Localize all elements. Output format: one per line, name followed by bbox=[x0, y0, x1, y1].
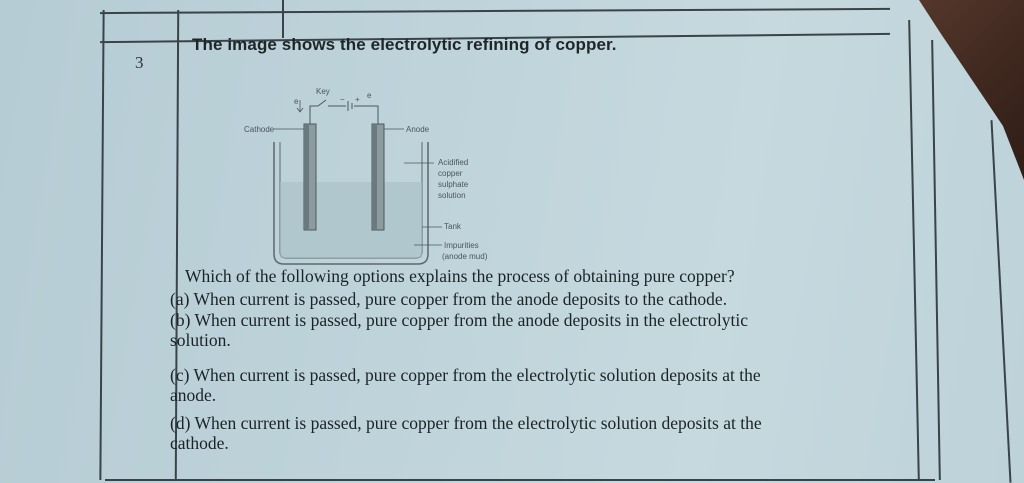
svg-text:−: − bbox=[340, 95, 345, 104]
option-c-text: When current is passed, pure copper from… bbox=[193, 365, 761, 385]
anode-label: Anode bbox=[406, 125, 430, 134]
solution-label-1: Acidified bbox=[438, 158, 468, 167]
electrolytic-refining-diagram: Key e − + e Cathode Anode Acidified copp… bbox=[236, 82, 516, 272]
solution-label-3: sulphate bbox=[438, 180, 469, 189]
option-b-label: (b) bbox=[170, 310, 191, 330]
option-d-continuation: cathode. bbox=[170, 433, 229, 453]
question-title: The image shows the electrolytic refinin… bbox=[192, 35, 617, 54]
question-text: Which of the following options explains … bbox=[185, 266, 735, 286]
solution-fill bbox=[280, 182, 422, 258]
table-col-divider-header bbox=[282, 0, 284, 38]
anode-mud-label: (anode mud) bbox=[442, 252, 488, 261]
option-d-text: When current is passed, pure copper from… bbox=[194, 413, 762, 433]
option-a[interactable]: (a) When current is passed, pure copper … bbox=[170, 289, 727, 309]
solution-label-2: copper bbox=[438, 169, 463, 178]
option-a-label: (a) bbox=[170, 289, 190, 309]
option-d-label: (d) bbox=[170, 413, 191, 433]
option-b-text: When current is passed, pure copper from… bbox=[194, 310, 748, 330]
solution-label-4: solution bbox=[438, 191, 466, 200]
option-c-label: (c) bbox=[170, 365, 190, 385]
table-bottom-border bbox=[105, 479, 935, 481]
cathode-label: Cathode bbox=[244, 125, 275, 134]
question-number: 3 bbox=[135, 53, 144, 72]
svg-text:e: e bbox=[294, 97, 299, 106]
option-c[interactable]: (c) When current is passed, pure copper … bbox=[170, 365, 761, 405]
option-b-continuation: solution. bbox=[170, 330, 231, 350]
svg-text:e: e bbox=[367, 91, 372, 100]
tank-label: Tank bbox=[444, 222, 462, 231]
option-a-text: When current is passed, pure copper from… bbox=[193, 289, 728, 309]
option-d[interactable]: (d) When current is passed, pure copper … bbox=[170, 413, 762, 453]
svg-text:+: + bbox=[355, 95, 360, 104]
option-c-continuation: anode. bbox=[170, 385, 217, 405]
key-label: Key bbox=[316, 87, 330, 96]
impurities-label: Impurities bbox=[444, 241, 479, 250]
option-b[interactable]: (b) When current is passed, pure copper … bbox=[170, 310, 748, 350]
